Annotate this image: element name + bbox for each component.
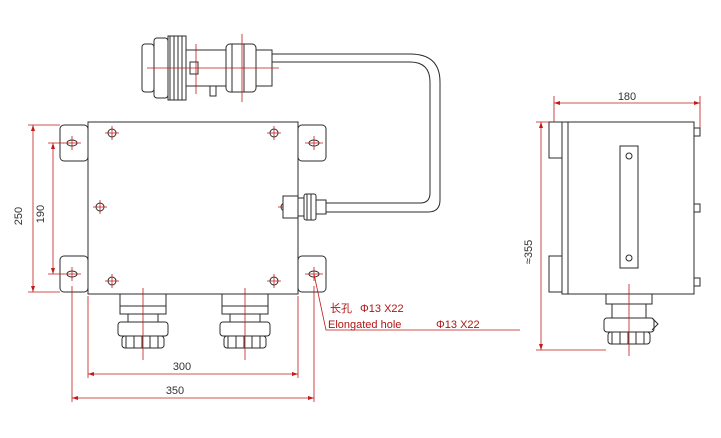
side-window — [619, 145, 639, 269]
socket-right — [219, 288, 271, 360]
note-en-value: Φ13 X22 — [436, 319, 480, 331]
front-view — [59, 34, 441, 360]
note-en-label: Elongated hole — [328, 319, 401, 331]
side-dimensions: 180 ≈355 — [523, 91, 701, 351]
enclosure-body — [87, 121, 299, 295]
note-cn-label: 长孔 — [330, 302, 352, 315]
front-dimensions: 250 190 300 350 — [13, 124, 315, 402]
cable-gland — [282, 193, 327, 221]
cable — [270, 53, 441, 213]
dim-190: 190 — [35, 205, 47, 223]
center-marks — [63, 126, 323, 288]
side-view — [548, 121, 701, 356]
note-cn-value: Φ13 X22 — [360, 303, 404, 315]
dim-180: 180 — [618, 91, 636, 103]
dim-300: 300 — [173, 361, 191, 373]
socket-left — [117, 288, 169, 360]
dim-355: ≈355 — [523, 240, 535, 264]
elongated-hole-note: 长孔 Φ13 X22 Elongated hole Φ13 X22 — [313, 273, 520, 331]
plug-connector — [141, 34, 279, 102]
dim-350: 350 — [166, 385, 184, 397]
dim-250: 250 — [13, 207, 25, 225]
